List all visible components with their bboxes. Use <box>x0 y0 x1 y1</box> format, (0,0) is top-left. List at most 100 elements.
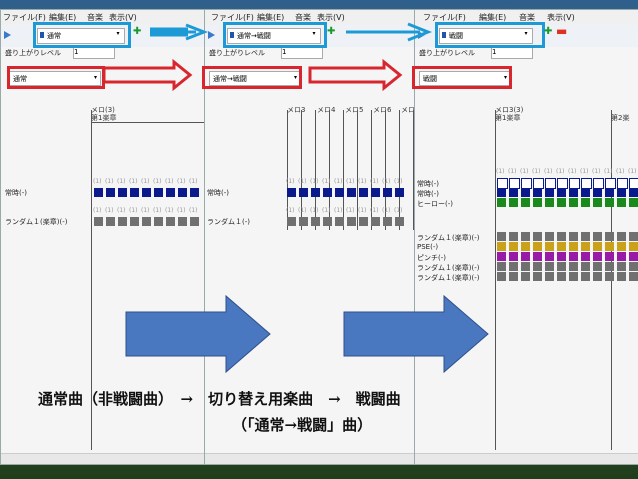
pattern-cell[interactable] <box>557 272 566 281</box>
pattern-cell[interactable] <box>605 242 614 251</box>
pattern-cell[interactable] <box>629 198 638 207</box>
pattern-cell[interactable] <box>509 272 518 281</box>
pattern-cell[interactable] <box>569 252 578 261</box>
pattern-cell[interactable] <box>497 188 506 197</box>
add-icon[interactable]: ✚ <box>133 26 142 37</box>
pattern-cell[interactable] <box>142 217 151 226</box>
pattern-cell[interactable] <box>593 232 602 241</box>
pattern-cell[interactable] <box>118 217 127 226</box>
pattern-cell[interactable] <box>569 242 578 251</box>
pattern-cell[interactable] <box>545 198 554 207</box>
pattern-cell[interactable] <box>190 188 199 197</box>
pattern-cell[interactable] <box>629 252 638 261</box>
pattern-cell[interactable] <box>569 262 578 271</box>
pattern-cell[interactable] <box>593 262 602 271</box>
add-icon[interactable]: ✚ <box>327 26 336 37</box>
pattern-cell[interactable] <box>569 272 578 281</box>
pattern-cell[interactable] <box>605 262 614 271</box>
pattern-cell[interactable] <box>497 232 506 241</box>
pattern-cell[interactable] <box>347 217 356 226</box>
pattern-cell[interactable] <box>533 198 542 207</box>
menu-view[interactable]: 表示(V) <box>317 13 345 22</box>
pattern-cell[interactable] <box>605 232 614 241</box>
pattern-cell[interactable] <box>497 252 506 261</box>
pattern-cell[interactable] <box>509 198 518 207</box>
pattern-cell[interactable] <box>287 217 296 226</box>
menu-music[interactable]: 音楽 <box>87 13 103 22</box>
menu-file[interactable]: ファイル(F) <box>211 13 254 22</box>
pattern-cell[interactable] <box>533 252 542 261</box>
pattern-cell[interactable] <box>533 188 542 197</box>
pattern-cell[interactable] <box>557 198 566 207</box>
pattern-cell[interactable] <box>178 217 187 226</box>
pattern-cell[interactable] <box>581 252 590 261</box>
pattern-cell[interactable] <box>299 188 308 197</box>
pattern-cell[interactable] <box>593 198 602 207</box>
pattern-cell[interactable] <box>371 188 380 197</box>
pattern-cell[interactable] <box>509 242 518 251</box>
pattern-cell[interactable] <box>190 217 199 226</box>
menu-file[interactable]: ファイル(F) <box>423 13 466 22</box>
pattern-cell[interactable] <box>311 217 320 226</box>
play-icon[interactable] <box>4 31 11 39</box>
chevron-down-icon[interactable]: ▾ <box>116 30 120 37</box>
pattern-cell[interactable] <box>509 252 518 261</box>
pattern-cell[interactable] <box>605 198 614 207</box>
pattern-cell[interactable] <box>557 242 566 251</box>
pattern-cell[interactable] <box>130 217 139 226</box>
pattern-cell[interactable] <box>521 232 530 241</box>
pattern-cell[interactable] <box>629 272 638 281</box>
pattern-cell[interactable] <box>593 242 602 251</box>
pattern-cell[interactable] <box>521 198 530 207</box>
pattern-cell[interactable] <box>521 242 530 251</box>
pattern-cell[interactable] <box>629 232 638 241</box>
pattern-cell[interactable] <box>383 188 392 197</box>
pattern-cell[interactable] <box>395 217 404 226</box>
add-icon[interactable]: ✚ <box>544 26 553 37</box>
pattern-cell[interactable] <box>371 217 380 226</box>
pattern-cell[interactable] <box>545 252 554 261</box>
pattern-cell[interactable] <box>617 242 626 251</box>
pattern-cell[interactable] <box>617 252 626 261</box>
pattern-cell[interactable] <box>497 198 506 207</box>
pattern-cell[interactable] <box>533 272 542 281</box>
pattern-cell[interactable] <box>593 252 602 261</box>
pattern-cell[interactable] <box>581 188 590 197</box>
pattern-cell[interactable] <box>323 188 332 197</box>
pattern-cell[interactable] <box>593 188 602 197</box>
pattern-cell[interactable] <box>106 188 115 197</box>
pattern-cell[interactable] <box>497 262 506 271</box>
pattern-cell[interactable] <box>335 217 344 226</box>
pattern-cell[interactable] <box>359 217 368 226</box>
pattern-cell[interactable] <box>605 188 614 197</box>
pattern-cell[interactable] <box>154 217 163 226</box>
horizontal-scrollbar[interactable] <box>415 453 638 464</box>
song-combo[interactable]: 通常 ▾ <box>37 28 125 44</box>
menu-edit[interactable]: 編集(E) <box>257 13 285 22</box>
pattern-cell[interactable] <box>617 272 626 281</box>
pattern-cell[interactable] <box>629 242 638 251</box>
pattern-cell[interactable] <box>533 242 542 251</box>
menu-file[interactable]: ファイル(F) <box>3 13 46 22</box>
chevron-down-icon[interactable]: ▾ <box>524 30 528 37</box>
pattern-cell[interactable] <box>545 272 554 281</box>
pattern-cell[interactable] <box>557 188 566 197</box>
song-combo[interactable]: 通常→戦闘 ▾ <box>227 28 321 44</box>
menu-edit[interactable]: 編集(E) <box>479 13 507 22</box>
pattern-cell[interactable] <box>166 217 175 226</box>
pattern-cell[interactable] <box>581 232 590 241</box>
pattern-cell[interactable] <box>130 188 139 197</box>
pattern-cell[interactable] <box>311 188 320 197</box>
pattern-cell[interactable] <box>569 232 578 241</box>
pattern-cell[interactable] <box>166 188 175 197</box>
pattern-cell[interactable] <box>521 188 530 197</box>
pattern-cell[interactable] <box>497 242 506 251</box>
pattern-cell[interactable] <box>557 262 566 271</box>
chevron-down-icon[interactable]: ▾ <box>503 74 507 81</box>
chevron-down-icon[interactable]: ▾ <box>93 74 97 81</box>
pattern-cell[interactable] <box>557 252 566 261</box>
menu-view[interactable]: 表示(V) <box>109 13 137 22</box>
pattern-cell[interactable] <box>287 188 296 197</box>
pattern-cell[interactable] <box>581 262 590 271</box>
pattern-cell[interactable] <box>323 217 332 226</box>
